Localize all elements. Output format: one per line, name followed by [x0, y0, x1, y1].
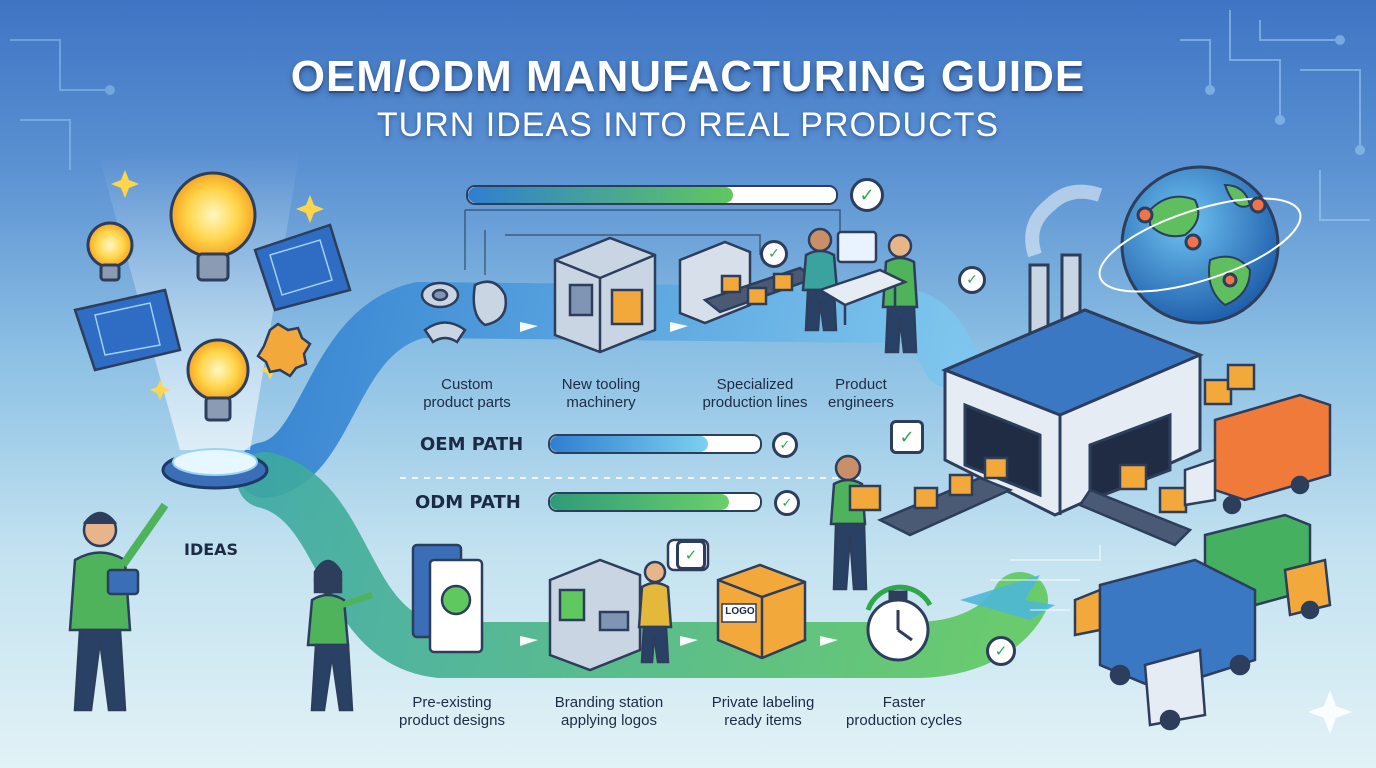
oem-progress-fill	[550, 436, 708, 452]
odm-progress-fill	[550, 494, 729, 510]
box-logo-label: LOGO	[725, 606, 755, 617]
ideas-presenter-figure	[68, 502, 169, 712]
checkmark-icon: ✓	[986, 636, 1016, 666]
forward-arrow-icon	[960, 575, 1055, 620]
top-progress-bar	[466, 185, 838, 205]
checkmark-icon: ✓	[958, 266, 986, 294]
path-arrows	[520, 322, 838, 646]
lightbulb-icon	[86, 171, 257, 422]
truck-icon	[1183, 393, 1332, 515]
box-carrier-figure	[829, 454, 882, 591]
checkmark-icon: ✓	[676, 540, 706, 570]
odm-path-ribbon	[237, 452, 1048, 678]
truck-icon-blue	[1073, 558, 1257, 731]
checkmark-icon: ✓	[890, 420, 924, 454]
engineer-icon	[801, 227, 919, 354]
circuit-decoration-left	[10, 39, 115, 170]
cnc-machine-icon	[553, 236, 657, 354]
design-cards-icon	[411, 543, 484, 654]
checkmark-icon: ✓	[850, 178, 884, 212]
page-subtitle: TURN IDEAS INTO REAL PRODUCTS	[376, 106, 1000, 144]
top-progress-fill	[468, 187, 733, 203]
odm-path-label: ODM PATH	[415, 492, 521, 513]
custom-parts-icon	[420, 280, 508, 344]
page-title: OEM/ODM MANUFACTURING GUIDE	[290, 52, 1086, 101]
oem-path-label: OEM PATH	[420, 434, 524, 455]
blueprint-icon	[73, 223, 352, 372]
globe-icon	[1098, 165, 1302, 325]
checkmark-icon: ✓	[774, 490, 800, 516]
factory-conveyor	[877, 363, 1256, 547]
oem-path-ribbon	[237, 281, 978, 498]
ideas-label: IDEAS	[184, 540, 239, 559]
oem-progress-bar	[548, 434, 762, 454]
gear-icon	[256, 322, 312, 378]
odm-progress-bar	[548, 492, 762, 512]
odm-presenter-figure	[306, 559, 373, 712]
conveyor-icon	[678, 240, 818, 325]
stopwatch-icon	[865, 584, 933, 662]
circuit-decoration	[1180, 10, 1370, 221]
checkmark-icon: ✓	[760, 240, 788, 268]
checkmark-icon: ✓	[772, 432, 798, 458]
box-icon	[716, 563, 807, 660]
